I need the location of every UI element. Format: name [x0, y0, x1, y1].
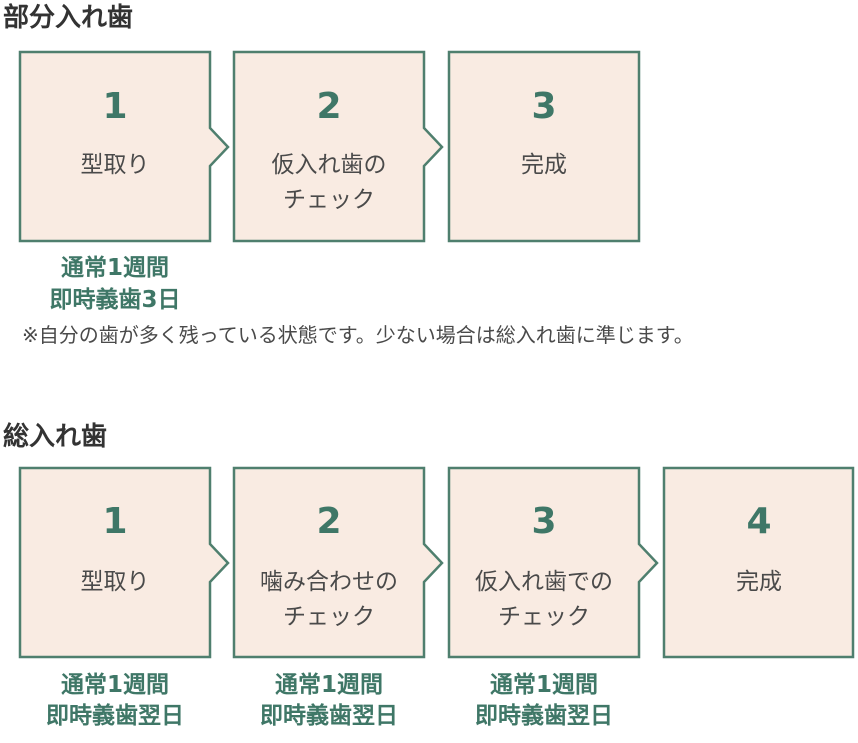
partial-denture-title: 部分入れ歯	[3, 3, 134, 33]
partial-step-3-label: 完成	[521, 152, 567, 178]
partial-step-2-box	[232, 50, 444, 243]
full-step-2-box	[232, 466, 444, 659]
full-step-3-duration-normal: 通常1週間	[489, 672, 598, 698]
full-step-3-number: 3	[531, 501, 557, 542]
full-step-1-box	[18, 466, 230, 659]
partial-step-1-duration-immediate: 即時義歯3日	[49, 287, 181, 313]
full-step-2-duration-immediate: 即時義歯翌日	[260, 703, 398, 729]
partial-step-1-box	[18, 50, 230, 243]
partial-step-3-number: 3	[531, 86, 557, 127]
partial-step-2-label-line-1: 仮入れ歯の	[271, 152, 387, 178]
full-step-3-box	[447, 466, 659, 659]
full-step-3-label-line-2: チェック	[498, 604, 590, 630]
full-step-4-box	[662, 466, 855, 659]
full-step-2-label-line-2: チェック	[283, 604, 375, 630]
full-step-4-number: 4	[746, 501, 772, 542]
partial-step-1-number: 1	[102, 86, 128, 127]
full-step-1-label: 型取り	[80, 569, 150, 595]
full-step-2-duration-normal: 通常1週間	[274, 672, 383, 698]
full-step-3-duration-immediate: 即時義歯翌日	[475, 703, 613, 729]
full-step-1-number: 1	[102, 501, 128, 542]
full-step-1-duration-immediate: 即時義歯翌日	[46, 703, 184, 729]
full-step-2-number: 2	[316, 501, 342, 542]
partial-denture-note: ※自分の歯が多く残っている状態です。少ない場合は総入れ歯に準じます。	[22, 323, 694, 347]
full-step-4-label: 完成	[736, 569, 782, 595]
full-step-2-label-line-1: 噛み合わせの	[260, 569, 398, 595]
partial-step-2-number: 2	[316, 86, 342, 127]
full-denture-title: 総入れ歯	[3, 422, 108, 452]
partial-step-2-label-line-2: チェック	[283, 187, 375, 213]
full-step-3-label-line-1: 仮入れ歯での	[475, 569, 613, 595]
partial-step-1-label: 型取り	[80, 152, 150, 178]
partial-step-1-duration-normal: 通常1週間	[60, 255, 169, 281]
partial-step-3-box	[447, 50, 641, 243]
full-step-1-duration-normal: 通常1週間	[60, 672, 169, 698]
